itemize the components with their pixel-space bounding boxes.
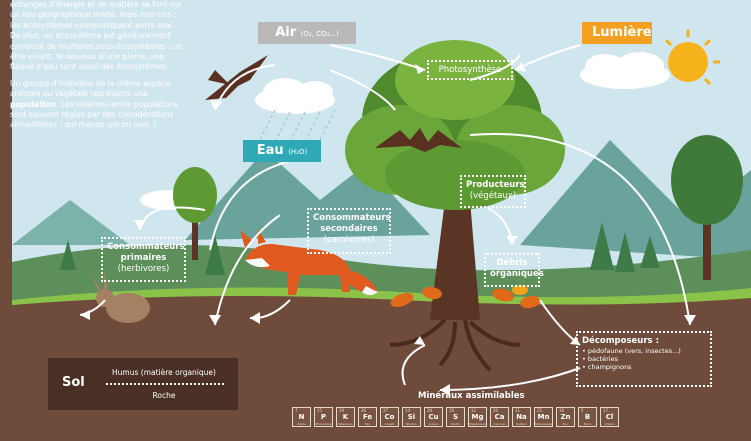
photosynthesis-box: Photosynthèse xyxy=(427,60,513,80)
mineral-name: Soufre xyxy=(450,422,461,426)
producers-box: Producteurs (végétaux) xyxy=(460,175,526,208)
mineral-symbol: B xyxy=(584,413,591,421)
mineral-symbol: Cl xyxy=(605,413,614,421)
mineral-symbol: Na xyxy=(516,413,527,421)
mountain-right xyxy=(520,140,751,260)
humus-label: Humus (matière organique) xyxy=(112,368,216,377)
mineral-symbol: Fe xyxy=(362,413,373,421)
mineral-number: 5 xyxy=(581,408,584,413)
cloud-icon xyxy=(140,52,670,210)
soil-label: Sol xyxy=(62,375,85,390)
bat-icon xyxy=(375,128,462,152)
mineral-number: 16 xyxy=(449,408,455,413)
rabbit-icon xyxy=(92,272,150,323)
decomposers-box: Décomposeurs : • pédofaune (vers, insect… xyxy=(576,331,712,387)
primary-consumers-box: Consommateurs primaires (herbivores) xyxy=(101,237,186,282)
tree-icon xyxy=(173,135,743,280)
rock-label: Roche xyxy=(152,391,176,400)
decomposers-item: • champignons xyxy=(582,363,632,371)
mineral-number: 19 xyxy=(339,408,345,413)
mineral-name: Cuivre xyxy=(428,422,439,426)
description-paragraph: Un groupe d’individus de la même espèce … xyxy=(10,78,179,130)
description-panel: échanges d’énergie et de matière se font… xyxy=(10,0,186,137)
mineral-number: 26 xyxy=(361,408,367,413)
mineral-name: Sodium xyxy=(515,422,528,426)
organic-debris-box: Débris organiques xyxy=(484,253,544,287)
mineral-symbol: P xyxy=(320,413,327,421)
mineral-symbol: K xyxy=(342,413,349,421)
mineral-name: Silicium xyxy=(405,422,418,426)
mineral-number: 15 xyxy=(317,408,323,413)
mineral-number: 25 xyxy=(537,408,543,413)
mineral-name: Calcium xyxy=(493,422,506,426)
eagle-icon xyxy=(205,55,268,100)
mineral-number: 11 xyxy=(515,408,521,413)
mineral-symbol: Mn xyxy=(537,413,550,421)
mineral-name: Phosphore xyxy=(315,422,332,426)
minerals-title: Minéraux assimilables xyxy=(418,391,525,401)
air-tag: Air (O₂, CO₂...) xyxy=(258,22,356,44)
mineral-name: Bore xyxy=(584,422,591,426)
soil-divider xyxy=(106,383,224,385)
soil-legend: Sol Humus (matière organique) Roche xyxy=(48,358,238,410)
mineral-name: Manganèse xyxy=(535,422,553,426)
mineral-name: Magnésium xyxy=(469,422,487,426)
mineral-number: 20 xyxy=(493,408,499,413)
mineral-number: 29 xyxy=(427,408,433,413)
mineral-symbol: Mg xyxy=(471,413,484,421)
mineral-name: Fer xyxy=(365,422,370,426)
water-tag: Eau (H₂O) xyxy=(243,140,321,162)
mineral-symbol: Zn xyxy=(560,413,571,421)
decomposers-item: • pédofaune (vers, insectes...) xyxy=(582,347,681,355)
mineral-number: 27 xyxy=(383,408,389,413)
mineral-number: 7 xyxy=(295,408,298,413)
mineral-symbol: N xyxy=(298,413,305,421)
mineral-name: Azote xyxy=(297,422,306,426)
mineral-number: 17 xyxy=(603,408,609,413)
mineral-name: Cobalt xyxy=(384,422,395,426)
mineral-symbol: Ca xyxy=(494,413,505,421)
mineral-number: 14 xyxy=(405,408,411,413)
mineral-symbol: Co xyxy=(384,413,395,421)
mineral-number: 12 xyxy=(471,408,477,413)
decomposers-item: • bactéries xyxy=(582,355,618,363)
sun-icon xyxy=(664,30,720,86)
fox-icon xyxy=(240,230,378,295)
leaf-icon xyxy=(390,285,540,309)
secondary-consumers-box: Consommateurs secondaires (carnivores) xyxy=(307,208,391,254)
mineral-number: 30 xyxy=(559,408,565,413)
mineral-name: Chlore xyxy=(604,422,615,426)
mineral-symbol: S xyxy=(452,413,459,421)
light-tag: Lumière xyxy=(582,22,652,44)
description-paragraph: échanges d’énergie et de matière se font… xyxy=(10,0,183,72)
mineral-name: Potassium xyxy=(337,422,354,426)
mineral-symbol: Si xyxy=(407,413,416,421)
tree-icon xyxy=(345,40,565,372)
mineral-name: Zinc xyxy=(562,422,569,426)
mineral-symbol: Cu xyxy=(428,413,439,421)
